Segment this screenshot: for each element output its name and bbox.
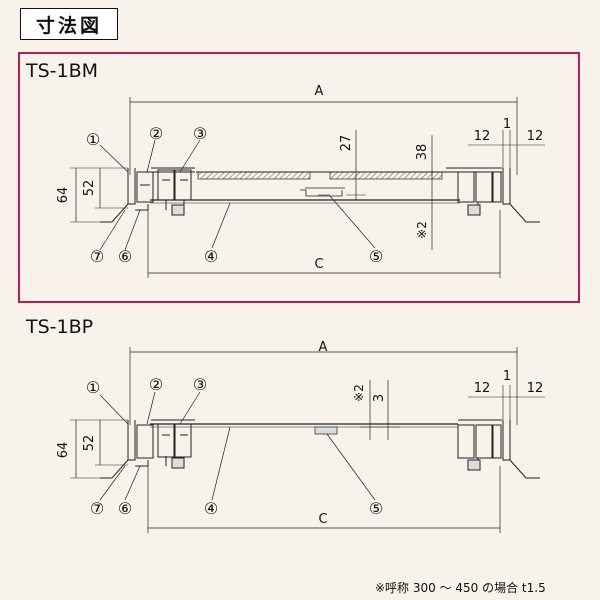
dim-h64: 64 xyxy=(56,187,71,204)
dim-c: C xyxy=(314,257,323,272)
model-label-ts1bm: TS-1BM xyxy=(26,60,99,82)
callout-2: ② xyxy=(149,124,163,143)
dim-12-left: 12 xyxy=(474,129,491,144)
callout-6-2: ⑥ xyxy=(118,499,132,518)
dim-1: 1 xyxy=(503,117,511,132)
callout-2-2: ② xyxy=(149,375,163,394)
dim-3: 3 xyxy=(372,394,387,402)
callout-3: ③ xyxy=(193,124,207,143)
dim-note: ※2 xyxy=(415,221,429,239)
page-title: 寸法図 xyxy=(20,8,118,40)
dim-a-2: A xyxy=(319,340,328,355)
dim-38: 38 xyxy=(415,144,430,161)
callout-3-2: ③ xyxy=(193,375,207,394)
callout-7-2: ⑦ xyxy=(90,499,104,518)
callout-5-2: ⑤ xyxy=(369,499,383,518)
callout-7: ⑦ xyxy=(90,247,104,266)
dim-12-right: 12 xyxy=(527,129,544,144)
dim-note-2: ※2 xyxy=(352,384,366,402)
dim-h52-2: 52 xyxy=(82,435,97,452)
callout-4: ④ xyxy=(204,247,218,266)
dim-12-right-2: 12 xyxy=(527,381,544,396)
highlight-frame xyxy=(18,52,580,303)
callout-1-2: ① xyxy=(86,378,100,397)
dim-a: A xyxy=(315,84,324,99)
footnote: ※呼称 300 ～ 450 の場合 t1.5 xyxy=(375,581,546,595)
dim-1-2: 1 xyxy=(503,369,511,384)
callout-4-2: ④ xyxy=(204,499,218,518)
diagram-ts1bp: A xyxy=(56,340,545,533)
callout-6: ⑥ xyxy=(118,247,132,266)
dim-h64-2: 64 xyxy=(56,442,71,459)
dim-h52: 52 xyxy=(82,180,97,197)
dim-27: 27 xyxy=(339,135,354,152)
callout-5: ⑤ xyxy=(369,247,383,266)
diagram-ts1bm: A xyxy=(56,84,545,278)
model-label-ts1bp: TS-1BP xyxy=(26,316,94,338)
callout-1: ① xyxy=(86,130,100,149)
dim-c-2: C xyxy=(318,512,327,527)
dim-12-left-2: 12 xyxy=(474,381,491,396)
